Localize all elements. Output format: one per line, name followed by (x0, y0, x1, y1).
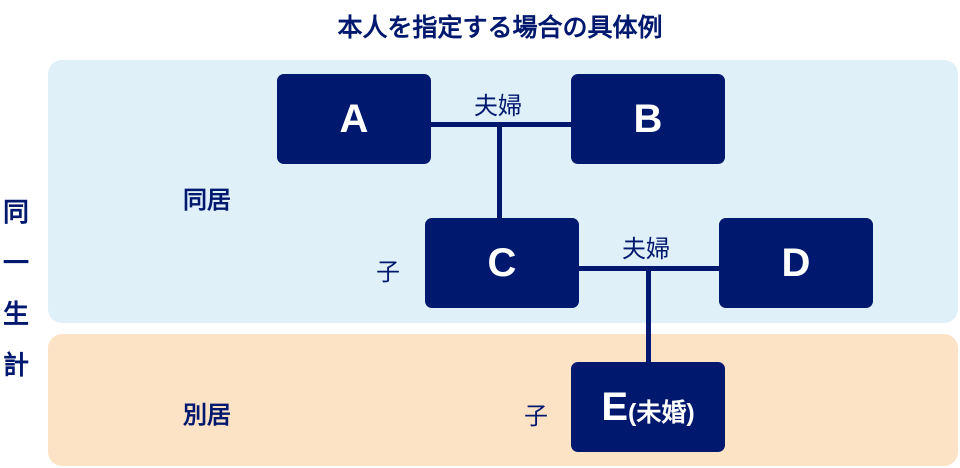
side-char: 計 (2, 351, 29, 381)
separate-zone (48, 334, 958, 466)
same-household-label: 同 一 生 計 (2, 188, 30, 392)
person-c: C (425, 218, 579, 308)
person-e-note: (未婚) (628, 399, 695, 427)
diagram-title: 本人を指定する場合の具体例 (337, 13, 663, 42)
side-char: 同 (2, 198, 29, 228)
spouse-label: 夫婦 (474, 92, 522, 120)
child-label: 子 (524, 402, 548, 430)
cohabit-label: 同居 (183, 186, 231, 214)
side-char: 生 (2, 300, 29, 330)
person-e: E(未婚) (571, 362, 725, 452)
person-e-name: E (601, 384, 629, 429)
spouse-label: 夫婦 (622, 235, 670, 263)
person-b: B (571, 74, 725, 164)
child-label: 子 (376, 258, 400, 286)
separate-label: 別居 (183, 401, 231, 429)
person-a: A (277, 74, 431, 164)
side-char: 一 (2, 249, 29, 279)
person-d: D (719, 218, 873, 308)
child-line-e (646, 266, 651, 362)
child-line-c (497, 122, 502, 218)
